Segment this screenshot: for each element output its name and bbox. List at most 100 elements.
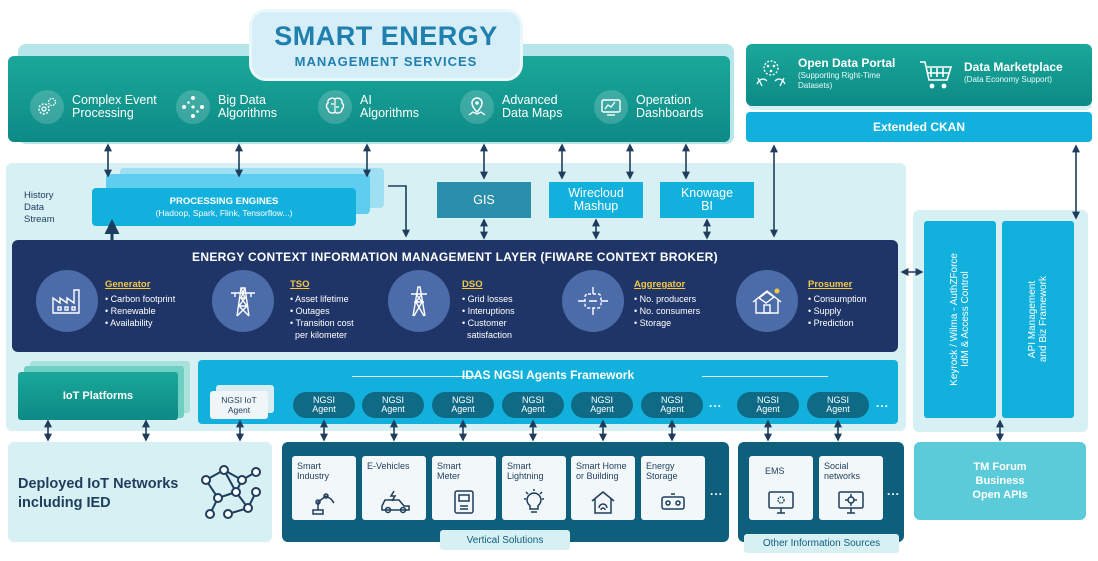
social-monitor-icon — [837, 488, 865, 516]
card-smart-lightning[interactable]: Smart Lightning — [502, 456, 566, 520]
category-item: • Outages — [290, 306, 330, 316]
category-item: per kilometer — [290, 330, 348, 340]
iot-platforms-box[interactable]: IoT Platforms — [18, 372, 178, 420]
processing-engines-title: PROCESSING ENGINES — [169, 196, 279, 207]
card-label: EMS — [765, 466, 785, 476]
service-label: Operation Dashboards — [636, 93, 704, 120]
category-prosumer: Prosumer • Consumption • Supply • Predic… — [808, 279, 867, 329]
open-data-portal[interactable]: Open Data Portal (Supporting Right-Time … — [752, 54, 895, 92]
gis-box[interactable]: GIS — [437, 182, 531, 218]
card-energy-storage[interactable]: Energy Storage — [641, 456, 705, 520]
pylon-icon — [388, 270, 450, 332]
gear-cluster-icon — [30, 90, 64, 124]
category-item: • Asset lifetime — [290, 294, 349, 304]
power-tower-icon — [212, 270, 274, 332]
context-layer-title: ENERGY CONTEXT INFORMATION MANAGEMENT LA… — [192, 250, 718, 264]
home-icon — [589, 488, 617, 516]
aggregator-icon — [562, 270, 624, 332]
card-label: E-Vehicles — [367, 461, 410, 471]
service-complex-event-processing[interactable]: Complex Event Processing — [30, 90, 157, 124]
card-smart-meter[interactable]: Smart Meter — [432, 456, 496, 520]
ngsi-agent[interactable]: NGSI Agent — [432, 392, 494, 418]
card-smart-home[interactable]: Smart Home or Building — [571, 456, 635, 520]
card-label: Smart Meter — [437, 461, 462, 481]
category-item: • No. producers — [634, 294, 697, 304]
card-label: Smart Lightning — [507, 461, 544, 481]
category-item: • Supply — [808, 306, 842, 316]
category-item: • Consumption — [808, 294, 867, 304]
card-label: Social networks — [824, 461, 861, 481]
category-item: • Carbon footprint — [105, 294, 176, 304]
processing-engines[interactable]: PROCESSING ENGINES (Hadoop, Spark, Flink… — [92, 188, 356, 226]
open-data-portal-subtitle: (Supporting Right-Time Datasets) — [798, 71, 881, 90]
robot-arm-icon — [310, 488, 338, 516]
page-subtitle: MANAGEMENT SERVICES — [294, 54, 478, 69]
card-label: Smart Home or Building — [576, 461, 627, 481]
service-advanced-data-maps[interactable]: Advanced Data Maps — [460, 90, 562, 124]
data-marketplace-title: Data Marketplace — [964, 60, 1063, 74]
ngsi-agent[interactable]: NGSI Agent — [293, 392, 355, 418]
card-ems[interactable]: EMS — [749, 456, 813, 520]
category-dso: DSO • Grid losses • Interuptions • Custo… — [462, 279, 515, 341]
card-social-networks[interactable]: Social networks — [819, 456, 883, 520]
ngsi-agent[interactable]: NGSI Agent — [641, 392, 703, 418]
keyrock-idm-box[interactable]: Keyrock / Wilma - AuthZForce IdM & Acces… — [924, 221, 996, 418]
more-sources-dots: ... — [887, 484, 901, 498]
ngsi-agent[interactable]: NGSI Agent — [571, 392, 633, 418]
dashboard-icon — [594, 90, 628, 124]
network-graph-icon — [198, 462, 264, 522]
api-management-box[interactable]: API Management and Biz Framework — [1002, 221, 1074, 418]
deployed-iot-networks-label: Deployed IoT Networks including IED — [18, 476, 179, 511]
service-label: Advanced Data Maps — [502, 93, 563, 120]
monitor-icon — [767, 488, 795, 516]
wirecloud-mashup-box[interactable]: Wirecloud Mashup — [549, 182, 643, 218]
more-verticals-dots: ... — [710, 484, 724, 498]
service-big-data-algorithms[interactable]: Big Data Algorithms — [176, 90, 277, 124]
more-agents-dots: ... — [876, 396, 890, 410]
category-item: • Renewable — [105, 306, 156, 316]
meter-icon — [450, 488, 478, 516]
service-label: Big Data Algorithms — [218, 93, 278, 120]
category-item: • Storage — [634, 318, 672, 328]
ngsi-agent[interactable]: NGSI Agent — [362, 392, 424, 418]
vertical-solutions-label: Vertical Solutions — [440, 530, 570, 550]
category-name: Aggregator — [634, 279, 686, 290]
deployed-iot-networks[interactable] — [8, 442, 272, 542]
category-aggregator: Aggregator • No. producers • No. consume… — [634, 279, 700, 329]
service-ai-algorithms[interactable]: AI Algorithms — [318, 90, 419, 124]
card-label: Smart Industry — [297, 461, 330, 481]
map-pin-icon — [460, 90, 494, 124]
other-sources-label: Other Information Sources — [744, 534, 899, 553]
ngsi-iot-agent[interactable]: NGSI IoT Agent — [210, 391, 268, 419]
ngsi-agent[interactable]: NGSI Agent — [502, 392, 564, 418]
category-name: TSO — [290, 279, 310, 290]
card-smart-industry[interactable]: Smart Industry — [292, 456, 356, 520]
idas-title: IDAS NGSI Agents Framework — [461, 368, 635, 382]
data-marketplace[interactable]: Data Marketplace (Data Economy Support) — [918, 58, 1063, 92]
tm-forum-open-apis[interactable]: TM Forum Business Open APIs — [914, 442, 1086, 520]
knowage-bi-box[interactable]: Knowage BI — [660, 182, 754, 218]
category-item: • Grid losses — [462, 294, 513, 304]
service-label: Complex Event Processing — [72, 93, 157, 120]
processing-engines-subtitle: (Hadoop, Spark, Flink, Tensorflow...) — [155, 208, 293, 218]
category-name: Generator — [105, 279, 151, 290]
ngsi-agent[interactable]: NGSI Agent — [737, 392, 799, 418]
service-operation-dashboards[interactable]: Operation Dashboards — [594, 90, 703, 124]
battery-icon — [659, 488, 687, 516]
open-data-band — [746, 44, 1092, 106]
idas-divider-left — [352, 376, 480, 377]
card-e-vehicles[interactable]: E-Vehicles — [362, 456, 426, 520]
electric-car-icon — [380, 488, 410, 516]
category-item: • Customer — [462, 318, 507, 328]
lightbulb-icon — [520, 488, 548, 516]
category-generator: Generator • Carbon footprint • Renewable… — [105, 279, 175, 329]
extended-ckan[interactable]: Extended CKAN — [746, 112, 1092, 142]
network-diamond-icon — [176, 90, 210, 124]
ngsi-agent[interactable]: NGSI Agent — [807, 392, 869, 418]
history-data-stream-label: History Data Stream — [24, 190, 55, 225]
card-label: Energy Storage — [646, 461, 678, 481]
open-data-portal-title: Open Data Portal — [798, 56, 896, 70]
more-agents-dots: ... — [709, 396, 723, 410]
category-item: • Prediction — [808, 318, 854, 328]
shopping-cart-icon — [918, 58, 954, 92]
